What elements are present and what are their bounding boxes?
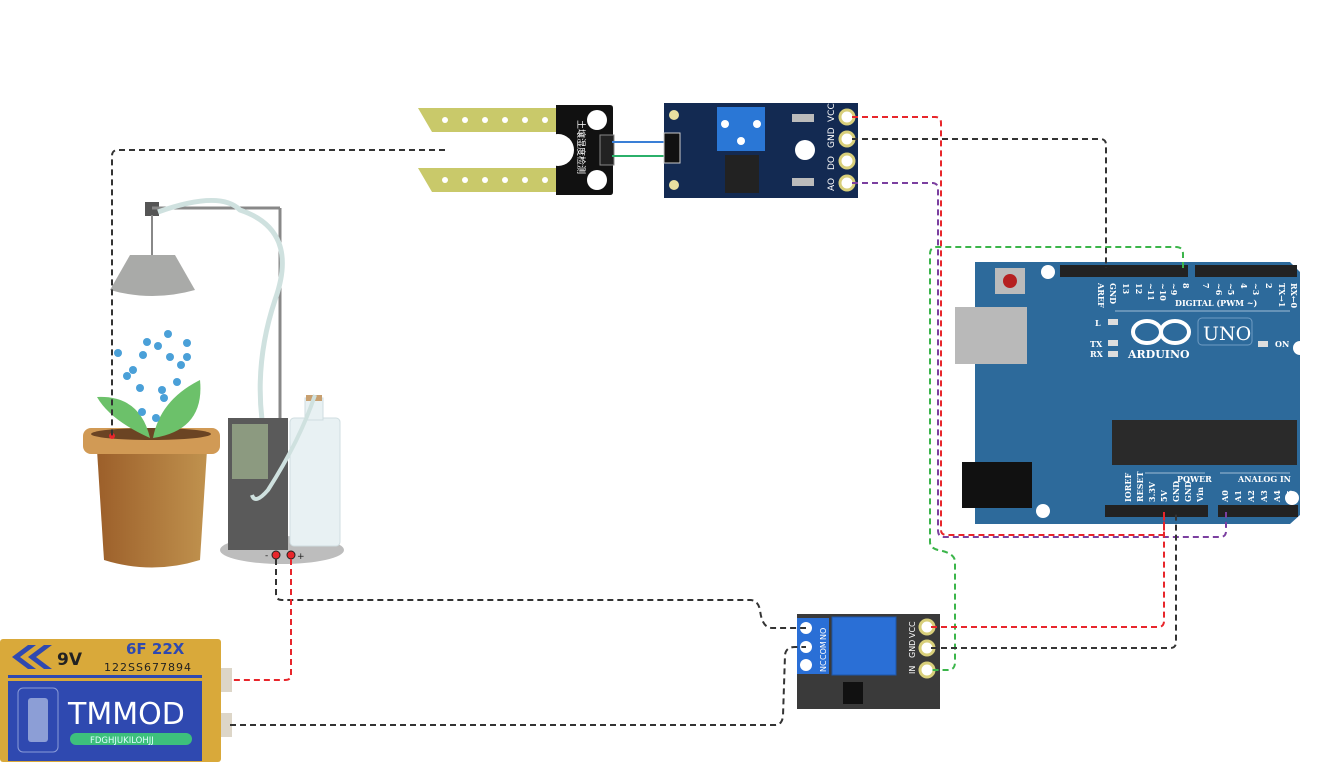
battery-brand: TMMOD: [67, 697, 185, 732]
analog-pin-label: A2: [1246, 490, 1256, 503]
digital-label: DIGITAL (PWM ~): [1175, 298, 1258, 308]
usb-port: [955, 307, 1027, 364]
digital-pin-label: 8: [1181, 283, 1191, 289]
power-pin-label: GND: [1183, 481, 1193, 502]
plant-pot: [83, 330, 220, 568]
leaf-right: [153, 380, 201, 438]
water-drops-icon: [114, 330, 191, 422]
sensor-pin-do[interactable]: [838, 152, 856, 170]
water-pump: - +: [220, 394, 344, 564]
probe-label: 土壤湿度检测: [575, 120, 587, 174]
analog-pin-label: A4: [1272, 490, 1282, 503]
battery-model: 6F 22X: [126, 640, 185, 658]
wire-sensor-ao: [852, 182, 1227, 538]
digital-pin-label: 7: [1201, 283, 1211, 289]
sensor-pin-label-gnd: GND: [827, 127, 837, 148]
wire-relay-vcc: [931, 512, 1165, 628]
wire-relay-gnd: [931, 512, 1177, 649]
pump-minus-terminal[interactable]: [271, 550, 281, 560]
power-pin-label: GND: [1171, 481, 1181, 502]
led-label-l: L: [1095, 318, 1101, 328]
battery-tag: FDGHJUKILOHJJ: [90, 736, 154, 746]
soil-sensor-module: VCC GND DO AO: [663, 103, 858, 198]
power-pin-label: RESET: [1135, 471, 1145, 502]
digital-pin-label: RX←0: [1289, 283, 1299, 309]
digital-pin-label: 12: [1134, 283, 1144, 294]
power-pin-label: IOREF: [1123, 473, 1133, 502]
soil-probe-point: [109, 433, 115, 439]
leaf-left: [97, 396, 150, 438]
digital-pin-label: 4: [1239, 283, 1249, 289]
digital-pin-label: AREF: [1096, 282, 1106, 308]
pump-plus-terminal[interactable]: [286, 550, 296, 560]
analog-pin-label: A0: [1220, 490, 1230, 503]
wire-sensor-gnd: [852, 138, 1107, 268]
relay-label-no: NO: [819, 628, 828, 640]
wires: [111, 116, 1227, 726]
digital-pin-label: ~3: [1251, 283, 1261, 296]
digital-pin-label: ~10: [1158, 283, 1168, 301]
analog-pin-label: A3: [1259, 490, 1269, 503]
relay-label-com: COM: [819, 641, 828, 660]
battery-serial: 122SS677894: [104, 661, 192, 674]
sensor-pin-label-vcc: VCC: [827, 103, 837, 122]
wire-probe-ground: [111, 149, 445, 436]
power-label: POWER: [1177, 474, 1212, 484]
chevron-icon: [12, 645, 52, 669]
relay-label-vcc: VCC: [908, 621, 917, 638]
wire-pump-plus: [230, 559, 292, 681]
led-label-rx: RX: [1090, 349, 1104, 359]
pump-plus-label: +: [297, 552, 305, 562]
digital-header-right[interactable]: [1195, 265, 1297, 277]
relay-label-in: IN: [908, 666, 917, 674]
battery-9v: 9V 6F 22X 122SS677894 TMMOD FDGHJUKILOHJ…: [0, 639, 232, 762]
arduino-logo-icon: [1131, 319, 1191, 345]
arduino-model: UNO: [1203, 323, 1251, 345]
wire-sensor-vcc: [852, 116, 1165, 536]
led-label-tx: TX: [1090, 339, 1103, 349]
reset-button[interactable]: [1003, 274, 1017, 288]
wire-battery-minus: [230, 646, 806, 726]
digital-pin-label: 13: [1121, 283, 1131, 295]
sensor-pin-gnd[interactable]: [838, 130, 856, 148]
sensor-pin-label-do: DO: [827, 156, 837, 170]
microcontroller-chip: [1112, 420, 1297, 465]
power-pin-label: 3.3V: [1147, 481, 1157, 502]
relay-terminal-nc[interactable]: [800, 659, 812, 671]
digital-pin-label: ~11: [1146, 283, 1156, 301]
wire-pump-minus: [275, 559, 806, 629]
digital-pin-label: ~5: [1226, 283, 1236, 295]
relay-label-gnd: GND: [908, 640, 917, 658]
relay-module: NO COM NC VCC GND IN: [797, 614, 940, 709]
arduino-logo-text: ARDUINO: [1127, 348, 1190, 361]
analog-pin-label: A1: [1233, 490, 1243, 503]
sensor-pin-label-ao: AO: [827, 178, 837, 191]
analog-header[interactable]: [1218, 505, 1298, 517]
relay-coil: [831, 616, 897, 676]
digital-pin-label: ~9: [1169, 283, 1179, 296]
sprinkler-head: [110, 255, 195, 296]
analog-pin-label: A5: [1285, 490, 1295, 503]
sensor-pin-ao[interactable]: [838, 174, 856, 192]
digital-pin-label: ~6: [1214, 283, 1224, 296]
power-jack: [962, 462, 1032, 508]
relay-label-nc: NC: [819, 660, 828, 672]
digital-pin-label: TX→1: [1277, 283, 1287, 307]
digital-header-left[interactable]: [1060, 265, 1188, 277]
battery-voltage: 9V: [57, 650, 83, 670]
digital-pin-label: GND: [1108, 283, 1118, 304]
power-pin-label: Vin: [1195, 487, 1205, 503]
sensor-pin-vcc[interactable]: [838, 108, 856, 126]
power-pin-label: 5V: [1159, 489, 1169, 502]
soil-moisture-probe: 土壤湿度检测: [418, 105, 615, 195]
wire-relay-in: [929, 246, 1184, 671]
led-label-on: ON: [1275, 339, 1289, 349]
pump-minus-label: -: [265, 551, 268, 561]
analog-label: ANALOG IN: [1237, 474, 1291, 484]
power-header[interactable]: [1105, 505, 1208, 517]
digital-pin-label: 2: [1264, 283, 1274, 289]
